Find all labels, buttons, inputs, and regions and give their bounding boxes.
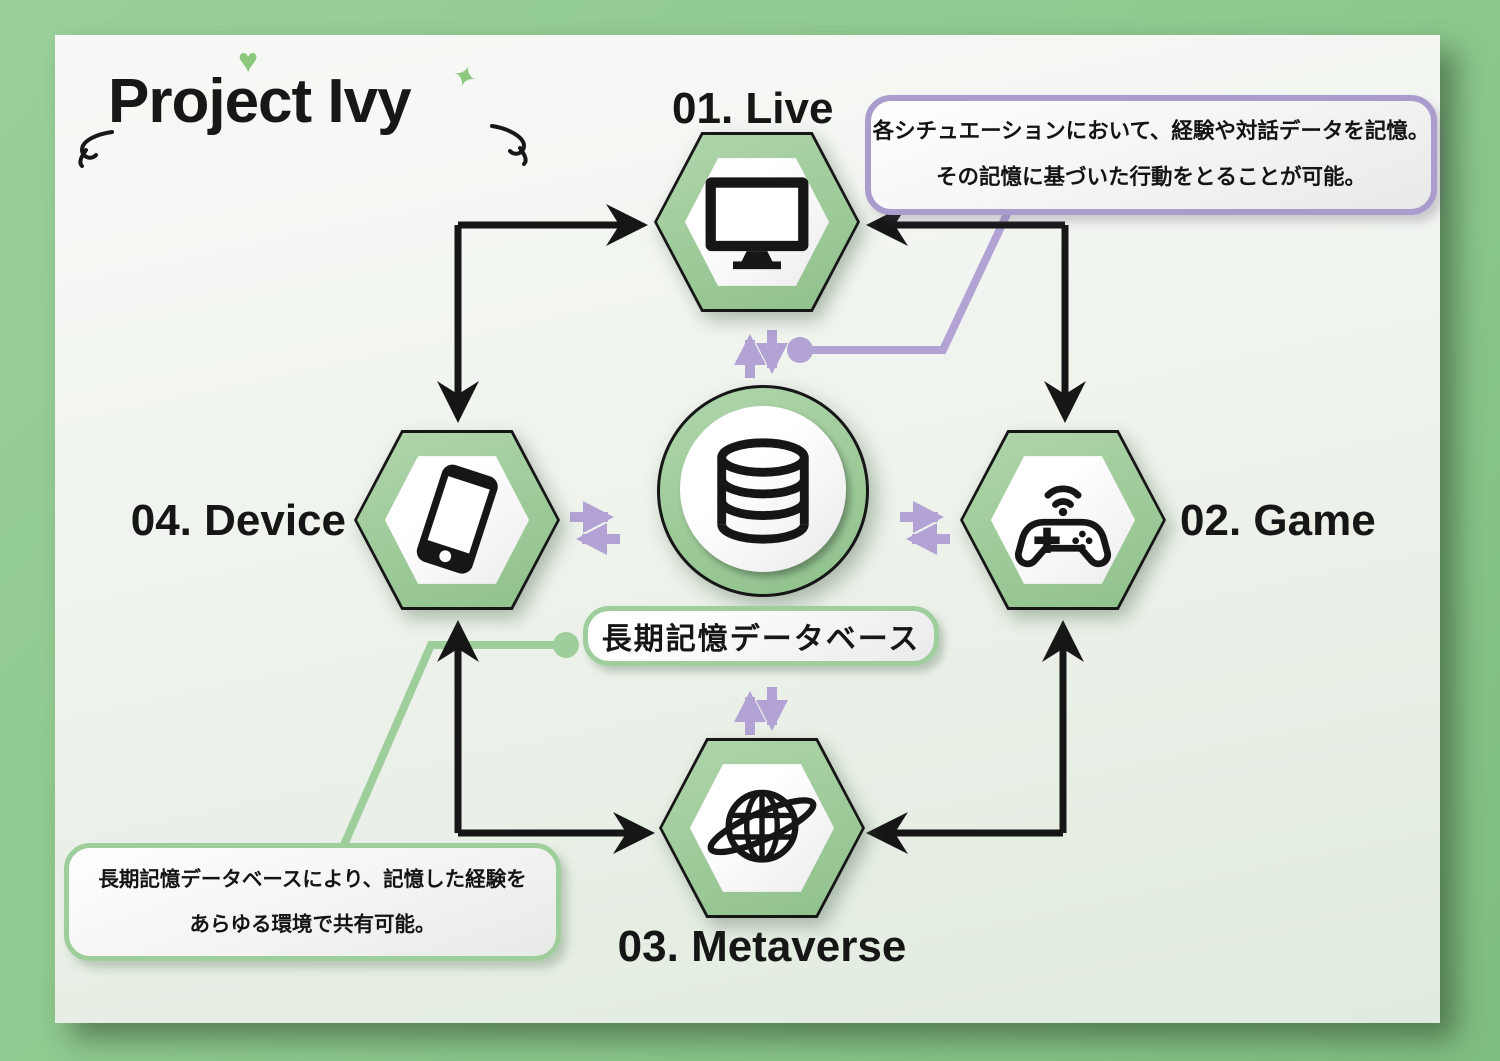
database-icon xyxy=(717,438,809,544)
device-node xyxy=(354,430,560,610)
heart-icon: ♥ xyxy=(238,42,259,80)
memory-callout-line1: 各シチュエーションにおいて、経験や対話データを記憶。 xyxy=(872,118,1430,144)
database-circle-inner xyxy=(680,406,846,572)
metaverse-label: 03. Metaverse xyxy=(617,922,907,971)
live-label: 01. Live xyxy=(672,84,834,133)
game-label: 02. Game xyxy=(1180,496,1376,545)
share-callout-connector xyxy=(340,632,579,847)
share-callout-line2: あらゆる環境で共有可能。 xyxy=(189,912,436,936)
logo-text: Project Ivy xyxy=(108,67,412,136)
flow-arrows xyxy=(437,204,1086,854)
memory-callout-line2: その記憶に基づいた行動をとることが可能。 xyxy=(935,165,1366,190)
game-node xyxy=(960,430,1166,610)
database-label: 長期記憶データベース xyxy=(583,606,939,666)
logo-flourish-right xyxy=(490,124,528,166)
memory-callout-connector xyxy=(787,210,1012,363)
project-ivy-logo: Project Ivy ♥ ✦ xyxy=(78,42,528,168)
logo-flourish-left xyxy=(78,130,114,168)
monitor-icon xyxy=(705,177,809,270)
memory-callout: 各シチュエーションにおいて、経験や対話データを記憶。 その記憶に基づいた行動をと… xyxy=(865,95,1437,215)
globe-icon xyxy=(707,789,817,863)
share-callout-line1: 長期記憶データベースにより、記憶した経験を xyxy=(98,866,527,891)
star-icon: ✦ xyxy=(447,57,482,98)
database-node xyxy=(657,385,869,597)
smartphone-icon xyxy=(416,464,498,574)
device-label: 04. Device xyxy=(130,496,346,545)
metaverse-node xyxy=(659,738,865,918)
gamepad-icon xyxy=(1014,485,1112,567)
live-node xyxy=(654,132,860,312)
sync-arrows xyxy=(570,330,950,735)
memory-connector-dot xyxy=(787,337,813,363)
share-connector-dot xyxy=(553,632,579,658)
share-callout: 長期記憶データベースにより、記憶した経験を あらゆる環境で共有可能。 xyxy=(64,843,561,961)
